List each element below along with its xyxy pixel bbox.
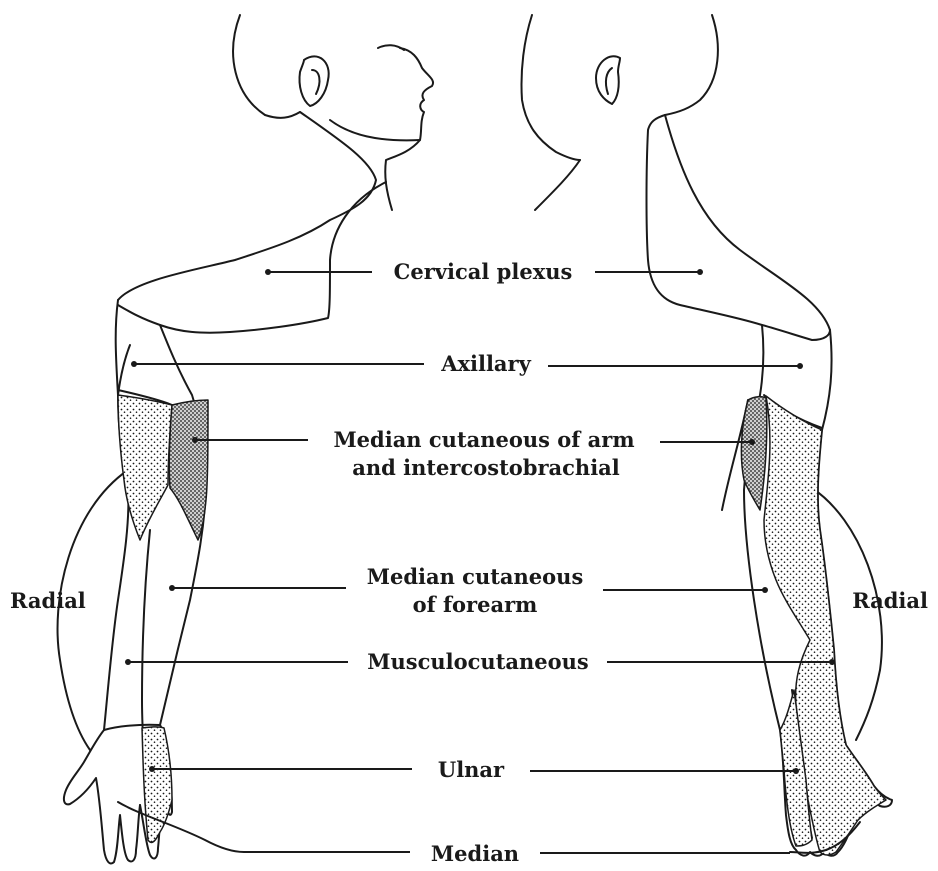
label-median-cutaneous-forearm-line2: of forearm (413, 592, 538, 617)
label-median-cutaneous-forearm-line1: Median cutaneous (367, 564, 584, 589)
label-ulnar: Ulnar (438, 757, 505, 782)
label-radial-right: Radial (852, 588, 928, 613)
label-axillary: Axillary (440, 351, 531, 376)
label-cervical-plexus: Cervical plexus (394, 259, 573, 284)
label-median-cutaneous-arm-line2: and intercostobrachial (352, 455, 620, 480)
label-median-cutaneous-arm-line1: Median cutaneous of arm (333, 427, 634, 452)
label-musculocutaneous: Musculocutaneous (367, 649, 588, 674)
label-median: Median (431, 841, 519, 866)
label-radial-left: Radial (10, 588, 86, 613)
